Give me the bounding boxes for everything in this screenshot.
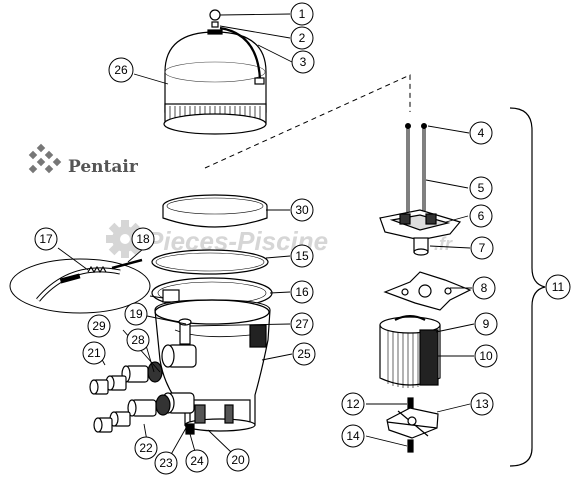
pentair-brand-name: Pentair	[68, 157, 139, 177]
svg-text:10: 10	[479, 349, 493, 363]
callout-8: 8	[472, 276, 496, 300]
svg-text:17: 17	[39, 232, 53, 246]
callout-29: 29	[87, 314, 111, 338]
svg-text:29: 29	[92, 319, 106, 333]
callout-22: 22	[134, 436, 158, 460]
svg-text:1: 1	[299, 7, 306, 21]
svg-text:8: 8	[481, 281, 488, 295]
svg-text:13: 13	[475, 397, 489, 411]
manifold-gasket	[383, 271, 472, 311]
svg-text:20: 20	[231, 453, 245, 467]
callout-13: 13	[470, 392, 494, 416]
callout-9: 9	[474, 312, 498, 336]
svg-text:28: 28	[131, 333, 145, 347]
callout-23: 23	[154, 451, 178, 475]
clamp-bolt	[111, 258, 143, 270]
pentair-logo: Pentair	[28, 143, 139, 177]
svg-text:25: 25	[297, 347, 311, 361]
callout-2: 2	[290, 26, 314, 50]
svg-text:23: 23	[159, 456, 173, 470]
callout-19: 19	[124, 302, 148, 326]
leader-lines	[57, 13, 475, 459]
assembly-group-bracket	[509, 107, 546, 467]
svg-text:27: 27	[295, 317, 309, 331]
svg-text:22: 22	[139, 441, 153, 455]
callout-16: 16	[290, 280, 314, 304]
svg-text:26: 26	[114, 63, 128, 77]
tank-body	[154, 299, 271, 435]
callout-18: 18	[131, 227, 155, 251]
pressure-gauge	[209, 9, 221, 21]
svg-text:4: 4	[478, 126, 485, 140]
svg-text:19: 19	[129, 307, 143, 321]
svg-text:16: 16	[295, 285, 309, 299]
callout-27: 27	[290, 312, 314, 336]
callouts: 1 2 3 4 5 6 7 8 9 10 11 12 13 14 15 16 1…	[34, 2, 571, 475]
callout-10: 10	[474, 344, 498, 368]
callout-30: 30	[290, 198, 314, 222]
callout-25: 25	[292, 342, 316, 366]
callout-1: 1	[290, 2, 314, 26]
callout-3: 3	[291, 50, 315, 74]
callout-20: 20	[226, 448, 250, 472]
air-relief-valve	[211, 21, 219, 28]
svg-text:14: 14	[346, 429, 360, 443]
hub-pin-bottom	[407, 439, 414, 453]
callout-17: 17	[34, 227, 58, 251]
callout-6: 6	[469, 204, 493, 228]
callout-7: 7	[470, 236, 494, 260]
watermark-suffix-text: .fr	[434, 234, 453, 254]
svg-text:6: 6	[478, 209, 485, 223]
pentair-diamond-icon	[28, 143, 62, 174]
svg-text:2: 2	[299, 31, 306, 45]
callout-5: 5	[469, 176, 493, 200]
callout-21: 21	[82, 341, 106, 365]
svg-text:21: 21	[87, 346, 101, 360]
callout-26: 26	[108, 57, 134, 83]
gear-icon	[106, 220, 144, 258]
svg-text:24: 24	[190, 454, 204, 468]
callout-11: 11	[545, 274, 571, 300]
lid-ring	[162, 194, 268, 228]
svg-text:9: 9	[483, 317, 490, 331]
assembly-guide-line	[204, 74, 411, 169]
svg-text:7: 7	[479, 241, 486, 255]
svg-text:12: 12	[346, 397, 360, 411]
bottom-hub	[386, 397, 439, 453]
internal-tubes	[405, 123, 427, 212]
svg-text:15: 15	[295, 249, 309, 263]
filter-cartridge	[379, 315, 441, 388]
union-fittings	[89, 361, 171, 433]
svg-text:11: 11	[552, 280, 565, 294]
callout-28: 28	[126, 328, 150, 352]
svg-text:5: 5	[478, 181, 485, 195]
callout-12: 12	[341, 392, 365, 416]
top-manifold	[379, 209, 462, 256]
svg-text:30: 30	[295, 203, 309, 217]
callout-14: 14	[341, 424, 365, 448]
air-bleed-tube	[219, 26, 262, 81]
callout-15: 15	[290, 244, 314, 268]
svg-text:3: 3	[300, 55, 307, 69]
clamp-spring	[87, 265, 107, 274]
tank-lid	[163, 9, 267, 135]
callout-24: 24	[185, 449, 209, 473]
svg-text:18: 18	[136, 232, 150, 246]
clamp-detail-inset	[9, 258, 164, 314]
tank-o-ring	[151, 249, 269, 275]
callout-4: 4	[469, 121, 493, 145]
